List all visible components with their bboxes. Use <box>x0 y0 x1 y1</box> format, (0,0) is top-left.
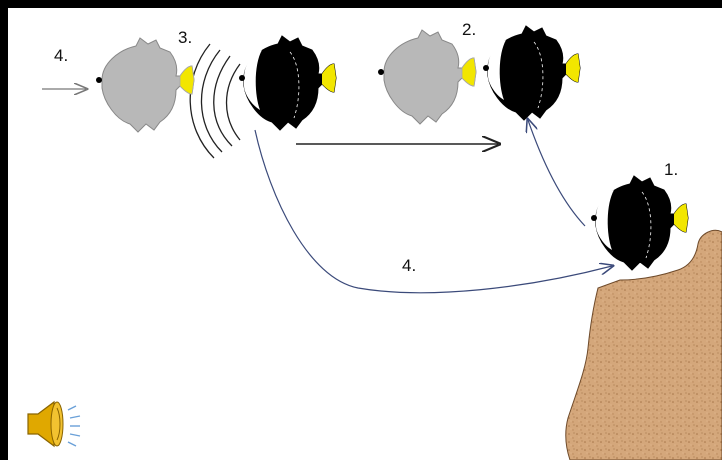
dark-fish-3 <box>239 36 336 130</box>
diagram-canvas: 4. 3. 2. 1. 4. <box>8 8 722 460</box>
label-step-1: 1. <box>664 160 678 180</box>
arrow-fish1-to-fish2 <box>528 120 585 226</box>
label-step-2: 2. <box>462 20 476 40</box>
dark-fish-2 <box>483 26 580 120</box>
diagram-svg <box>8 8 722 460</box>
sound-waves <box>190 44 240 158</box>
speaker-icon[interactable] <box>28 402 80 446</box>
label-step-4-curve: 4. <box>402 256 416 276</box>
label-step-4-left: 4. <box>54 46 68 66</box>
grey-fish-2 <box>378 30 476 124</box>
grey-fish-left <box>96 38 194 132</box>
arrow-fish3-to-fish1 <box>255 130 612 293</box>
label-step-3: 3. <box>178 28 192 48</box>
dark-fish-1 <box>591 176 688 270</box>
